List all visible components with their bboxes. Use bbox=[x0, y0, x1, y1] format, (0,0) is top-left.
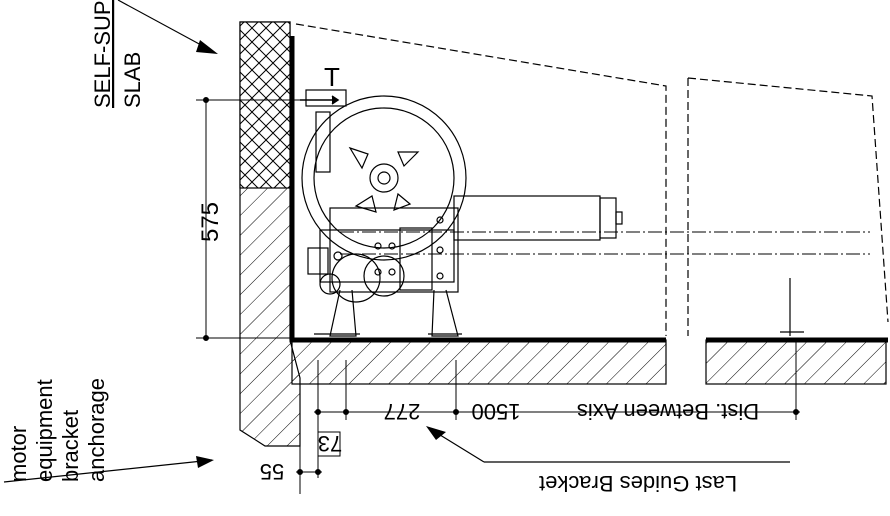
support-leg bbox=[329, 289, 357, 337]
steel-profile bbox=[289, 36, 888, 343]
gearbox-frame bbox=[329, 207, 459, 293]
dist-between-axis-label: Dist. Between Axis bbox=[577, 399, 759, 424]
horizontal-dimensions bbox=[296, 340, 800, 494]
dimension-575 bbox=[196, 97, 310, 341]
dimension-55-label: 55 bbox=[260, 459, 284, 484]
dimension-575-label: 575 bbox=[197, 202, 224, 242]
self-supporting-slab-section bbox=[239, 21, 291, 189]
mounting-plate bbox=[319, 229, 455, 283]
slab-callout: SELF-SUPPORTING SLAB bbox=[90, 0, 218, 108]
slab-label-line1: SELF-SUPPORTING bbox=[90, 0, 115, 108]
dimension-73-label: 73 bbox=[318, 431, 342, 456]
sheave-spoke-hole bbox=[397, 151, 420, 168]
motor-body bbox=[453, 195, 601, 241]
motor-equipment bbox=[301, 89, 623, 337]
anchorage-label-line4: anchorage bbox=[84, 378, 109, 482]
support-leg bbox=[431, 289, 459, 337]
anchorage-label-line1: motor bbox=[6, 426, 31, 482]
sheave-spoke-hole bbox=[393, 192, 412, 211]
hoistway-outline bbox=[295, 23, 889, 336]
dimension-1500-label: 1500 bbox=[472, 399, 521, 424]
anchorage-label-line2: equipment bbox=[32, 379, 57, 482]
last-guides-bracket-label: Last Guides Bracket bbox=[539, 471, 737, 496]
sheave-spoke-hole bbox=[348, 146, 369, 170]
wall bbox=[239, 21, 301, 447]
axis-lines bbox=[340, 231, 870, 255]
section-marker bbox=[300, 95, 340, 105]
sheave-spoke-hole bbox=[354, 195, 377, 213]
traction-sheave bbox=[301, 95, 467, 261]
bracket-plate bbox=[315, 111, 331, 173]
last-guides-bracket bbox=[780, 278, 804, 336]
slab-label-line2: SLAB bbox=[120, 52, 145, 108]
last-guides-callout: Last Guides Bracket bbox=[426, 426, 790, 496]
top-bracket bbox=[305, 89, 347, 107]
anchorage-label-line3: bracket bbox=[58, 410, 83, 482]
section-marker-label: T bbox=[324, 62, 340, 92]
anchorage-callout: motor equipment bracket anchorage bbox=[3, 378, 214, 483]
floor-slab bbox=[291, 339, 887, 385]
dimension-277-label: 277 bbox=[384, 399, 421, 424]
